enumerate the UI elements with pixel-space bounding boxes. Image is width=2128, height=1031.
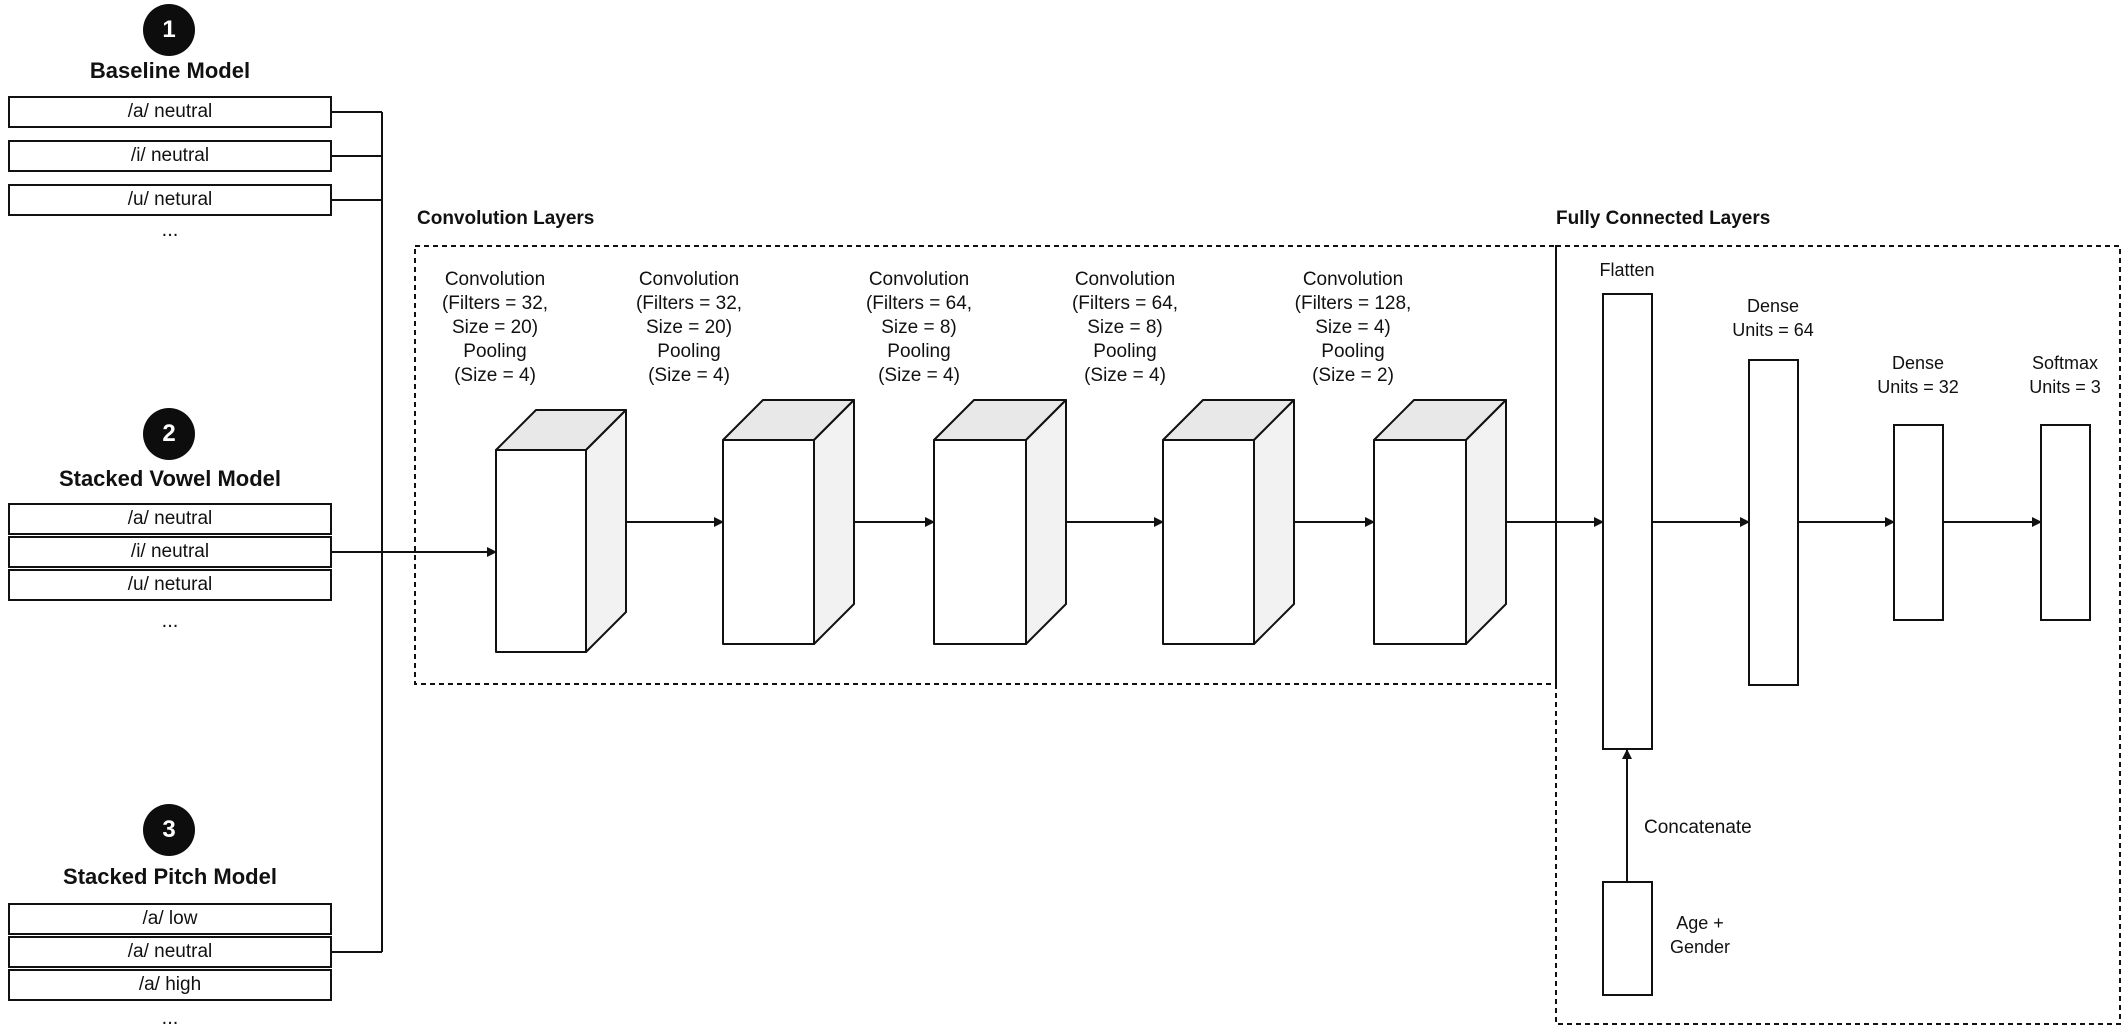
model-3-input-1: /a/ low: [8, 903, 332, 935]
conv-layer-3-label: Convolution (Filters = 64, Size = 8) Poo…: [865, 269, 973, 386]
model-1-connector: [332, 111, 382, 201]
conv-cube-3: [933, 399, 1067, 645]
conv-cube-5: [1373, 399, 1507, 645]
convolution-layers-title: Convolution Layers: [417, 208, 595, 229]
model-2-title: Stacked Vowel Model: [58, 466, 282, 491]
fully-connected-layers-frame: [1555, 245, 2121, 1025]
model-2-ellipsis: ...: [161, 610, 179, 632]
model-3-input-3: /a/ high: [8, 969, 332, 1001]
conv-layer-4-label: Convolution (Filters = 64, Size = 8) Poo…: [1071, 269, 1179, 386]
model-2-badge: 2: [143, 408, 195, 460]
softmax-box: [2040, 424, 2091, 621]
concatenate-label: Concatenate: [1644, 817, 1752, 838]
convolution-layers-frame: [414, 245, 1557, 685]
fully-connected-layers-title: Fully Connected Layers: [1556, 208, 1771, 229]
age-gender-box: [1602, 881, 1653, 996]
model-1-ellipsis: ...: [161, 219, 179, 241]
model-2-input-1: /a/ neutral: [8, 503, 332, 535]
model-3-input-2: /a/ neutral: [8, 936, 332, 968]
model-1-badge: 1: [143, 4, 195, 56]
dense-32-label: Dense Units = 32: [1877, 353, 1959, 397]
dense-32-box: [1893, 424, 1944, 621]
conv-layer-5-label: Convolution (Filters = 128, Size = 4) Po…: [1294, 269, 1412, 386]
model-2-input-3: /u/ netural: [8, 569, 332, 601]
model-1-input-1: /a/ neutral: [8, 96, 332, 128]
conv-cube-2: [722, 399, 855, 645]
model-3-badge: 3: [143, 804, 195, 856]
conv-cube-1: [495, 409, 627, 653]
dense-64-label: Dense Units = 64: [1732, 296, 1814, 340]
dense-64-box: [1748, 359, 1799, 686]
model-2-input-2: /i/ neutral: [8, 536, 332, 568]
age-gender-label: Age + Gender: [1669, 913, 1731, 957]
model-1-title: Baseline Model: [89, 58, 251, 83]
flatten-label: Flatten: [1599, 260, 1655, 280]
flatten-box: [1602, 293, 1653, 750]
conv-layer-1-label: Convolution (Filters = 32, Size = 20) Po…: [441, 269, 549, 386]
model-3-ellipsis: ...: [161, 1007, 179, 1029]
softmax-label: Softmax Units = 3: [2029, 353, 2101, 397]
conv-layer-2-label: Convolution (Filters = 32, Size = 20) Po…: [635, 269, 743, 386]
model-1-input-2: /i/ neutral: [8, 140, 332, 172]
model-1-input-3: /u/ netural: [8, 184, 332, 216]
model-3-title: Stacked Pitch Model: [63, 864, 277, 889]
conv-cube-4: [1162, 399, 1295, 645]
